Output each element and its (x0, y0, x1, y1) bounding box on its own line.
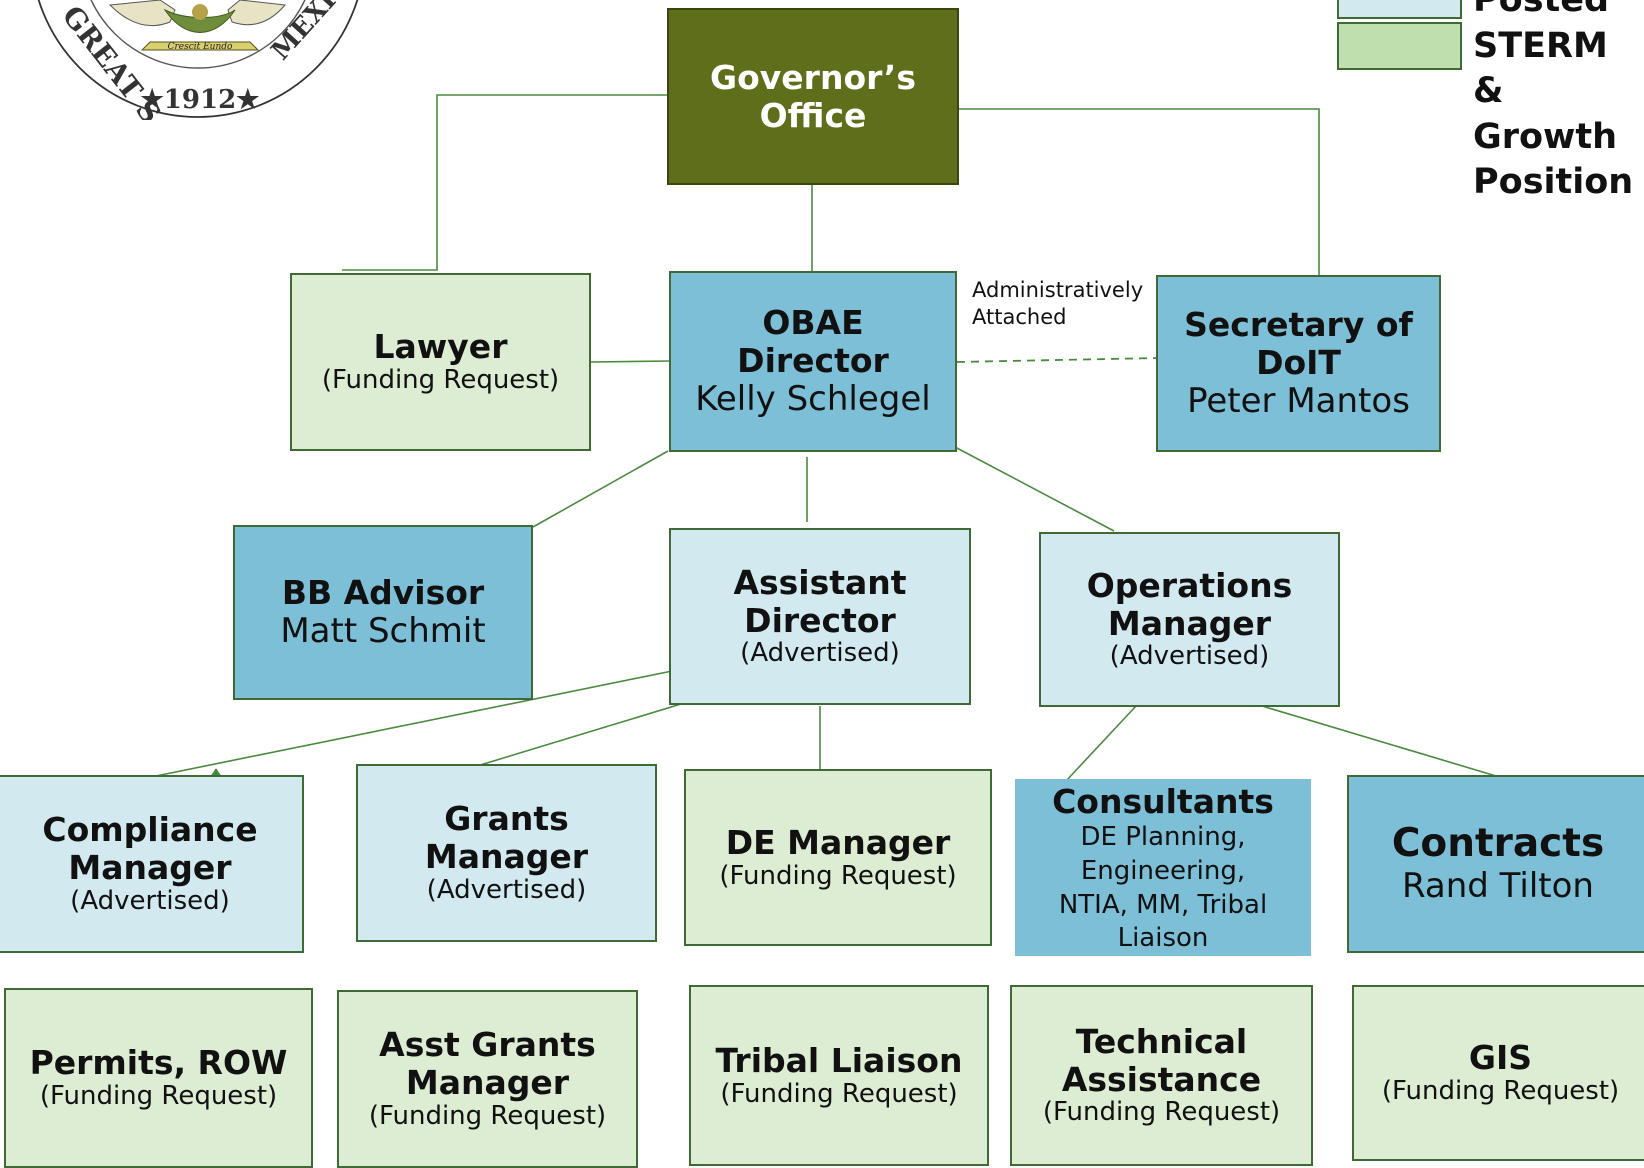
connector-assistant-grants (476, 703, 682, 767)
node-status: (Funding Request) (39, 1081, 278, 1112)
node-governors-office: Governor’s Office (667, 8, 959, 185)
node-operations-manager: Operations Manager (Advertised) (1039, 532, 1340, 707)
connector-governor-secretary (958, 108, 1437, 289)
legend-line-4: Position (1473, 162, 1634, 202)
node-status: (Funding Request) (720, 1078, 958, 1109)
connector-operations-contracts (1261, 705, 1497, 777)
node-compliance-manager: Compliance Manager (Advertised) (0, 775, 304, 953)
node-assistant-director: Assistant Director (Advertised) (669, 528, 971, 705)
legend-line-1: Posted (1473, 0, 1610, 20)
node-person: Matt Schmit (280, 610, 486, 651)
node-title: Director (744, 600, 896, 640)
node-status: (Advertised) (740, 638, 900, 669)
seal-banner-text: Crescit Eundo (168, 42, 233, 52)
node-detail: Liaison (1117, 923, 1209, 954)
node-grants-manager: Grants Manager (Advertised) (356, 764, 657, 942)
seal-bottom-text: ★1912★ (141, 85, 261, 115)
legend-label: Posted STERM & Growth Position (1473, 0, 1644, 206)
node-title: Operations (1086, 565, 1293, 605)
node-title: Manager (68, 848, 232, 888)
node-title: Assistance (1061, 1059, 1262, 1099)
node-title: Tribal Liaison (715, 1040, 963, 1080)
node-consultants: Consultants DE Planning, Engineering, NT… (1015, 779, 1311, 956)
node-title: GIS (1468, 1038, 1533, 1078)
connector-lawyer-obae (589, 360, 670, 363)
node-title: Permits, ROW (29, 1043, 288, 1083)
legend-line-3: Growth (1473, 116, 1618, 157)
connector-obae-operations (954, 446, 1115, 532)
node-status: (Funding Request) (368, 1100, 607, 1131)
node-title: Governor’s (710, 57, 916, 97)
node-bb-advisor: BB Advisor Matt Schmit (233, 525, 533, 700)
node-title: Assistant (733, 562, 907, 602)
node-detail: Engineering, (1080, 855, 1246, 886)
node-detail: DE Planning, (1080, 821, 1246, 852)
legend-swatch-posted (1337, 0, 1462, 19)
node-title: Consultants (1052, 782, 1274, 821)
node-person: Peter Mantos (1187, 380, 1410, 421)
node-title: Compliance (42, 810, 258, 850)
node-status: (Funding Request) (719, 860, 957, 891)
node-lawyer: Lawyer (Funding Request) (290, 273, 591, 451)
node-asst-grants-manager: Asst Grants Manager (Funding Request) (337, 990, 638, 1168)
node-title: Lawyer (373, 327, 508, 367)
node-status: (Advertised) (70, 885, 230, 916)
node-title: DoIT (1256, 342, 1341, 382)
connector-obae-secretary-dashed (956, 357, 1159, 363)
node-detail: NTIA, MM, Tribal (1058, 889, 1268, 920)
node-status: (Funding Request) (321, 365, 560, 396)
connector-governor-lawyer (342, 94, 667, 271)
node-person: Kelly Schlegel (695, 378, 931, 419)
node-tribal-liaison: Tribal Liaison (Funding Request) (689, 985, 989, 1166)
node-title: Contracts (1391, 821, 1605, 867)
connector-operations-consultants (1065, 705, 1137, 782)
note-line-1: Administratively (972, 278, 1144, 302)
legend-line-2: STERM & (1473, 25, 1608, 112)
node-person: Rand Tilton (1402, 865, 1594, 906)
administratively-attached-note: Administratively Attached (972, 277, 1143, 332)
node-title: Manager (1107, 603, 1272, 643)
node-permits-row: Permits, ROW (Funding Request) (4, 988, 313, 1168)
node-status: (Funding Request) (1381, 1076, 1620, 1107)
node-title: OBAE (762, 303, 864, 343)
node-title: Secretary of (1184, 305, 1413, 345)
node-status: (Advertised) (426, 874, 587, 905)
state-seal: Crescit Eundo GREAT S ★1912★ MEXICO (37, 0, 370, 120)
node-title: Director (737, 340, 889, 380)
node-title: Office (759, 95, 867, 135)
node-title: DE Manager (725, 822, 951, 862)
node-title: Manager (405, 1063, 570, 1103)
node-title: BB Advisor (281, 572, 485, 612)
node-title: Grants (444, 799, 569, 839)
node-contracts: Contracts Rand Tilton (1347, 775, 1644, 953)
node-title: Technical (1075, 1021, 1248, 1061)
legend-swatch-sterm-growth (1337, 22, 1462, 70)
node-technical-assistance: Technical Assistance (Funding Request) (1010, 985, 1313, 1166)
node-status: (Advertised) (1109, 641, 1270, 672)
node-title: Manager (424, 837, 589, 877)
connector-obae-bbadvisor (532, 450, 669, 528)
node-obae-director: OBAE Director Kelly Schlegel (669, 271, 957, 452)
node-secretary-doit: Secretary of DoIT Peter Mantos (1156, 275, 1441, 452)
node-de-manager: DE Manager (Funding Request) (684, 769, 992, 946)
note-line-2: Attached (972, 305, 1067, 330)
node-gis: GIS (Funding Request) (1352, 985, 1644, 1161)
node-status: (Funding Request) (1042, 1097, 1281, 1128)
connector-assistant-compliance (155, 668, 683, 777)
node-title: Asst Grants (379, 1025, 596, 1065)
